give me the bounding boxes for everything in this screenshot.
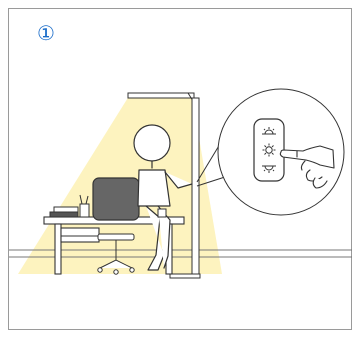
- book-stack: [50, 207, 78, 217]
- cup: [158, 209, 166, 217]
- lamp-head: [128, 93, 194, 98]
- lamp-pole: [192, 98, 199, 276]
- lamp-base: [170, 274, 200, 278]
